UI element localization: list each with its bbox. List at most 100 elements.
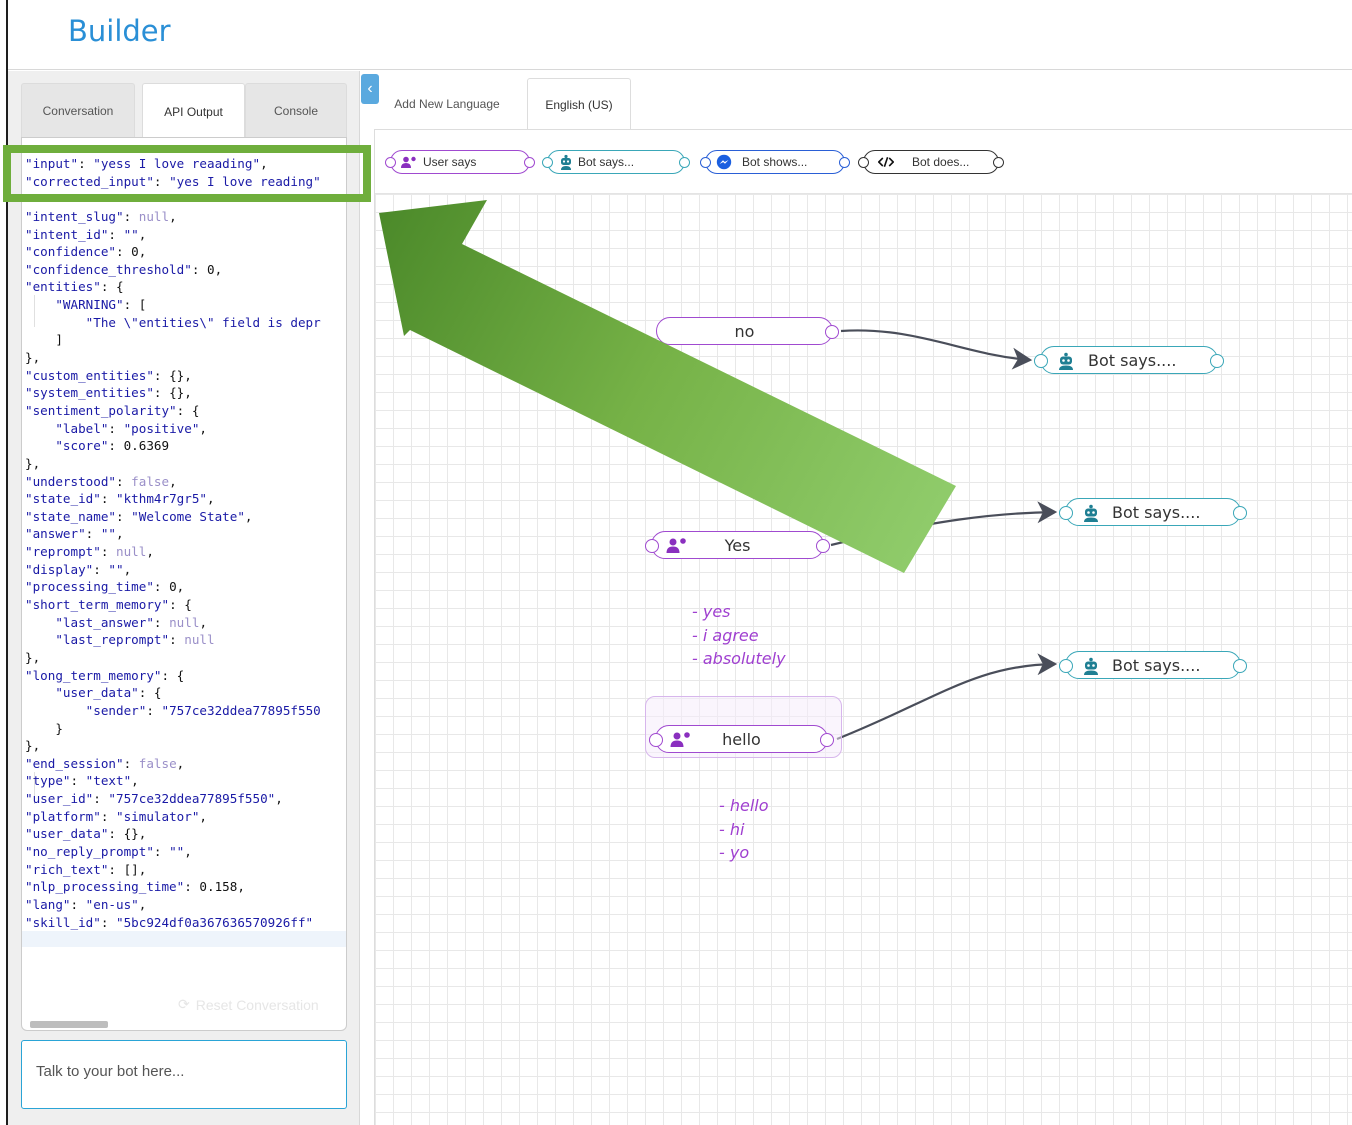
api-output-json[interactable]: "input": "yess I love reaading","correct… <box>21 137 347 1031</box>
tab-api-output[interactable]: API Output <box>142 83 245 139</box>
json-token: false <box>131 473 170 489</box>
bot-says-node-1[interactable]: Bot says.... <box>1034 346 1224 374</box>
json-token: : <box>100 491 116 507</box>
bot-says-node-2[interactable]: Bot says.... <box>1059 498 1247 526</box>
json-token: "platform" <box>25 808 101 824</box>
json-token <box>25 297 55 312</box>
json-token: 0 <box>131 244 139 260</box>
json-line: "lang": "en-us", <box>25 896 321 914</box>
json-token <box>25 632 55 647</box>
port <box>820 733 834 747</box>
bot-says-label-2: Bot says.... <box>1112 502 1201 522</box>
port <box>1210 354 1224 368</box>
user-says-hello-node[interactable]: hello <box>649 725 834 753</box>
json-line: "end_session": false, <box>25 755 321 773</box>
tab-add-new-language[interactable]: Add New Language <box>380 78 514 130</box>
json-token: : <box>153 614 170 630</box>
json-token: "confidence_threshold" <box>25 261 192 277</box>
reset-conversation-button[interactable]: ⟳ Reset Conversation <box>178 996 319 1013</box>
json-line: "system_entities": {}, <box>25 384 321 402</box>
json-line: "platform": "simulator", <box>25 808 321 826</box>
json-token: "en-us" <box>85 896 139 912</box>
json-token: : {}, <box>153 367 192 383</box>
json-token: "757ce32ddea77895f550 <box>161 702 321 718</box>
json-line: "The \"entities\" field is depr <box>25 314 321 332</box>
flow-canvas[interactable]: User says Bot says... Bot shows... Bot d… <box>374 130 1352 1125</box>
example-hello: - hello <box>719 796 769 815</box>
palette-bot-does-label: Bot does... <box>912 155 970 169</box>
json-token: "answer" <box>25 526 86 542</box>
tab-conversation[interactable]: Conversation <box>21 83 135 137</box>
json-token: : <box>191 261 207 277</box>
user-says-yes-label: Yes <box>724 535 751 555</box>
json-token: "custom_entities" <box>25 367 154 383</box>
json-token: "kthm4r7gr5" <box>116 491 207 507</box>
json-token: "entities" <box>25 279 101 295</box>
json-token: "skill_id" <box>25 914 101 930</box>
json-line: "user_data": { <box>25 684 321 702</box>
json-token: , <box>138 226 147 242</box>
json-token: "reprompt" <box>25 544 101 560</box>
port <box>385 157 396 168</box>
bot-icon <box>558 154 574 170</box>
json-line: "long_term_memory": { <box>25 667 321 685</box>
messenger-icon <box>716 154 732 170</box>
collapse-panel-button[interactable]: ‹ <box>361 74 379 104</box>
json-token <box>25 421 55 436</box>
json-token: "short_term_memory" <box>25 597 170 613</box>
json-token: "state_name" <box>25 508 116 524</box>
tab-english-us[interactable]: English (US) <box>527 78 631 130</box>
example-yo: - yo <box>719 843 750 862</box>
chat-input-box[interactable] <box>21 1040 347 1109</box>
horizontal-scrollbar[interactable] <box>30 1021 108 1028</box>
json-token: , <box>146 544 154 560</box>
bot-icon <box>1080 504 1102 522</box>
yes-examples: - yes - i agree - absolutely <box>692 600 786 671</box>
palette-user-says[interactable]: User says <box>385 150 535 174</box>
port <box>649 733 663 747</box>
json-token: false <box>138 755 177 771</box>
tab-console[interactable]: Console <box>245 83 347 137</box>
connection-hello-to-bot <box>836 653 1058 741</box>
json-token: "5bc924df0a367636570926ff" <box>116 914 314 930</box>
tab-conversation-label: Conversation <box>42 103 114 118</box>
json-token: "intent_slug" <box>25 208 124 224</box>
json-token: : <box>153 843 170 859</box>
user-says-yes-node[interactable]: Yes <box>645 531 830 559</box>
palette-bot-does[interactable]: Bot does... <box>858 150 1004 174</box>
tab-console-label: Console <box>273 103 319 118</box>
json-token: "rich_text" <box>25 861 109 877</box>
json-line: "state_id": "kthm4r7gr5", <box>25 490 321 508</box>
palette-bot-shows[interactable]: Bot shows... <box>700 150 850 174</box>
connection-no-to-bot <box>840 329 1033 370</box>
json-cursor-line <box>22 931 346 947</box>
json-line: ] <box>25 331 321 349</box>
welcome-bot-node[interactable] <box>425 283 487 311</box>
chat-input[interactable] <box>36 1063 326 1080</box>
json-line: "user_id": "757ce32ddea77895f550", <box>25 790 321 808</box>
json-token: , <box>214 261 223 277</box>
json-token: "user_data" <box>55 685 139 701</box>
example-absolutely: - absolutely <box>692 649 786 668</box>
json-line: }, <box>25 455 321 473</box>
json-line: "WARNING": [ <box>25 296 321 314</box>
json-line: "input": "yess I love reaading", <box>25 155 321 173</box>
json-line: "skill_id": "5bc924df0a367636570926ff" <box>25 914 321 932</box>
json-line: "no_reply_prompt": "", <box>25 843 321 861</box>
json-token: "757ce32ddea77895f550" <box>108 791 276 807</box>
json-token: 0.6369 <box>123 438 170 454</box>
json-line: "nlp_processing_time": 0.158, <box>25 878 321 896</box>
palette-bot-says[interactable]: Bot says... <box>542 150 690 174</box>
json-token: }, <box>25 350 41 366</box>
json-token: null <box>184 632 215 648</box>
json-token: : <box>93 791 109 807</box>
bot-says-node-3[interactable]: Bot says.... <box>1059 651 1247 679</box>
add-new-language-label: Add New Language <box>394 97 500 111</box>
tab-api-output-label: API Output <box>164 104 223 119</box>
json-token: "" <box>169 843 185 859</box>
json-token: 0 <box>169 579 177 595</box>
json-token: "yess I love reaading" <box>93 156 261 171</box>
json-token: : [], <box>108 861 147 877</box>
user-says-no-node[interactable]: no <box>656 317 839 345</box>
json-line: "rich_text": [], <box>25 861 321 879</box>
